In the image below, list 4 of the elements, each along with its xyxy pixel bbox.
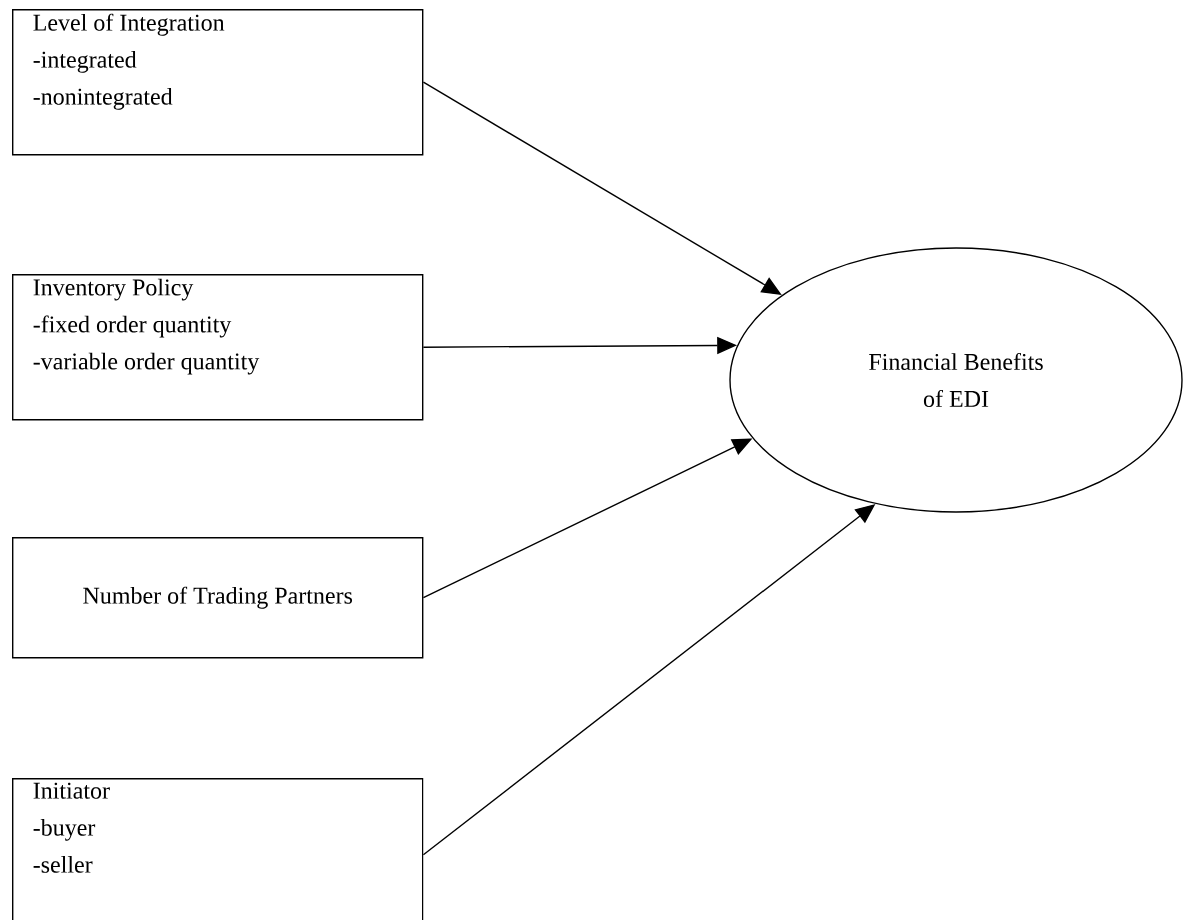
text-box: Number of Trading Partners	[12, 536, 424, 659]
text-box: Inventory Policy -fixed order quantity -variable order quantity	[12, 274, 424, 421]
text-box: Initiator -buyer -seller	[12, 777, 424, 920]
text-box: Level of Integration -integrated -nonintegrated	[12, 9, 424, 156]
